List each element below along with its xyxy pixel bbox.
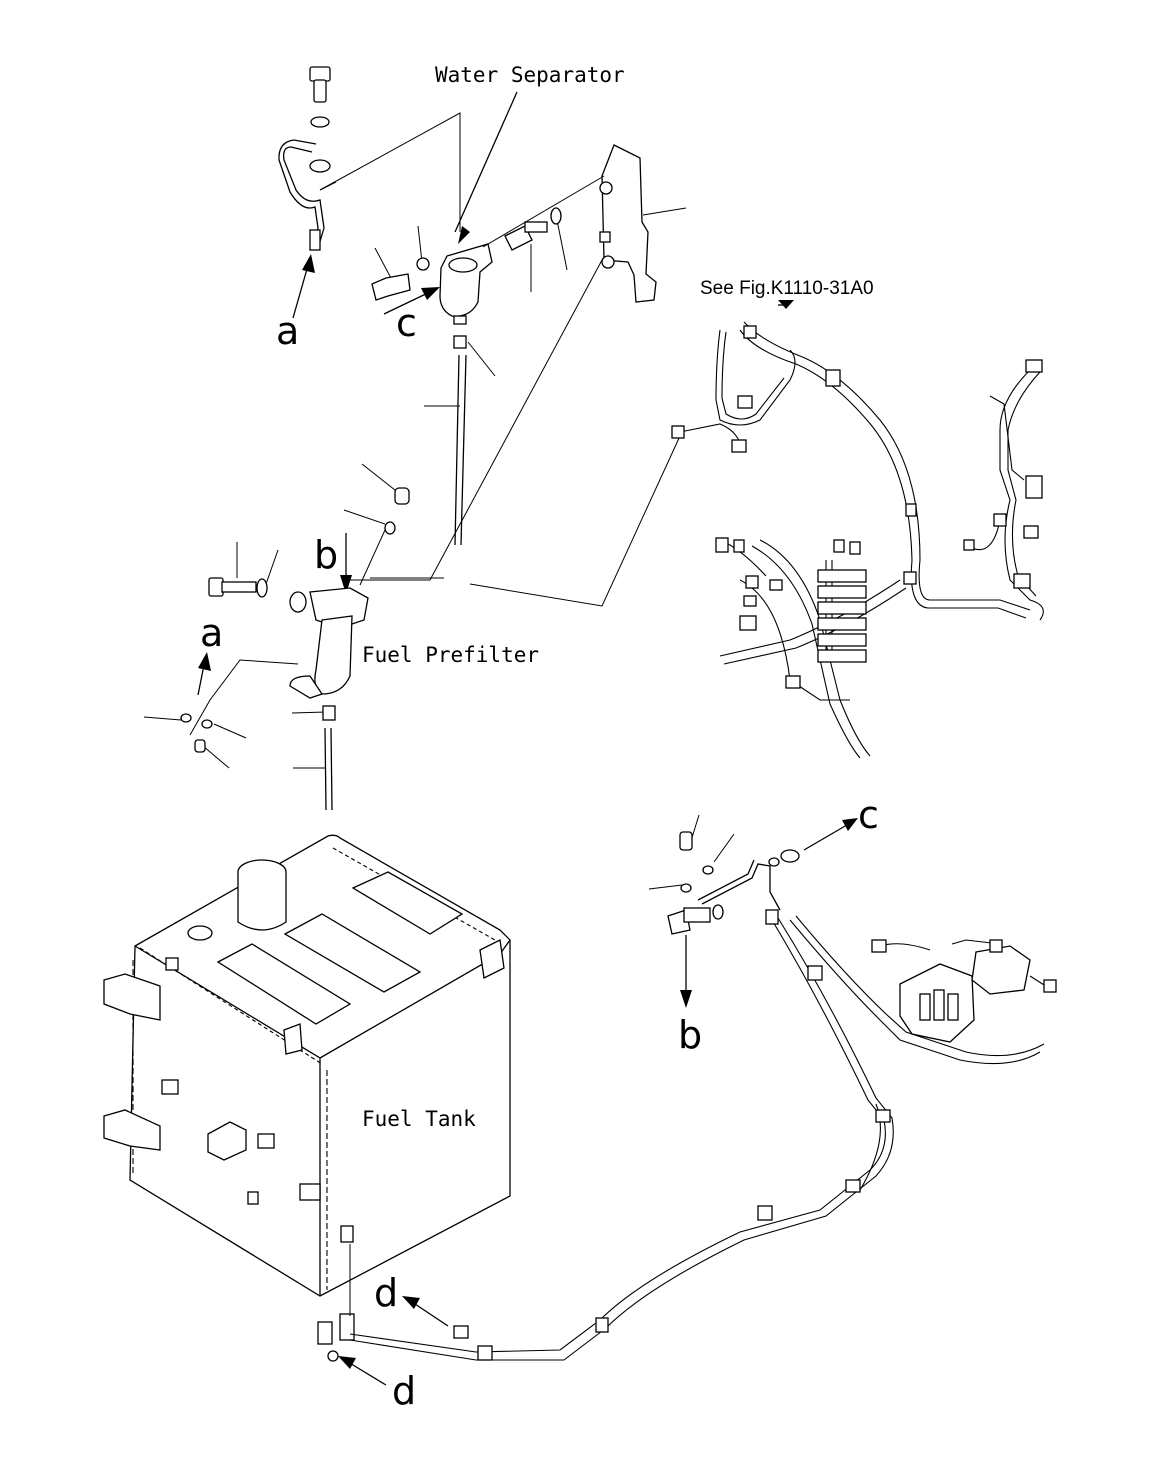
connection-letter-a-top: a: [276, 309, 299, 353]
connection-letter-b-low: b: [678, 1013, 702, 1057]
fuel-line-assembly: [349, 831, 1057, 1361]
fuel-prefilter: [180, 435, 681, 811]
water-separator: [371, 243, 493, 546]
leader-lines: [143, 207, 735, 1240]
see-fig-reference: See Fig.K1110-31A0: [700, 278, 874, 299]
fuel-prefilter-label: Fuel Prefilter: [362, 643, 539, 667]
pipe-assembly-a: [278, 66, 461, 251]
connection-letter-b-mid: b: [314, 533, 338, 577]
connection-letter-a-mid: a: [200, 611, 223, 655]
arrows: [197, 91, 858, 1386]
connection-letter-c-top: c: [396, 301, 417, 345]
connection-letter-d-upper: d: [374, 1271, 398, 1315]
fuel-tank: [103, 834, 511, 1362]
connection-letter-d-lower: d: [392, 1369, 416, 1413]
wiring-harness-upper: [671, 321, 1044, 759]
connector-block: [817, 569, 867, 663]
fuel-tank-label: Fuel Tank: [362, 1107, 476, 1131]
mounting-bracket: [346, 144, 657, 581]
water-separator-label: Water Separator: [435, 63, 625, 87]
connection-letter-c-right: c: [858, 793, 879, 837]
